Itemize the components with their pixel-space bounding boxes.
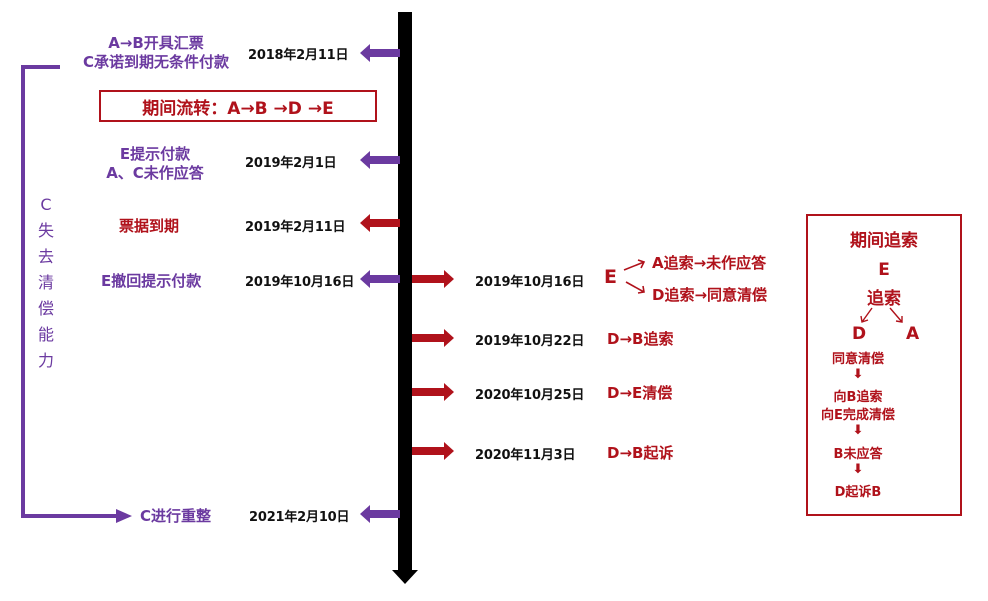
panel-step: 同意清偿 xyxy=(831,352,884,367)
panel-step: B未应答 xyxy=(833,447,883,462)
event-issue-draft: A→B开具汇票 C承诺到期无条件付款 xyxy=(82,34,229,71)
panel-node-a: A xyxy=(906,324,920,344)
event-reorganization: C进行重整 xyxy=(140,507,212,525)
left-arrow-purple-icon xyxy=(360,505,400,523)
date-label: 2018年2月11日 xyxy=(248,48,349,63)
left-arrow-red-icon xyxy=(360,214,400,232)
right-arrow-red-icon xyxy=(412,270,454,288)
date-label: 2019年10月22日 xyxy=(475,334,585,349)
down-arrow-icon: ⬇ xyxy=(852,423,864,438)
date-label: 2020年11月3日 xyxy=(475,448,576,463)
event-d-sue-b: D→B起诉 xyxy=(607,444,674,462)
bracket-arrowhead-icon xyxy=(116,509,132,523)
right-arrow-red-icon xyxy=(412,442,454,460)
left-arrow-purple-icon xyxy=(360,151,400,169)
bracket-connector xyxy=(21,65,132,523)
event-d-pay-e: D→E清偿 xyxy=(607,384,673,402)
date-label: 2019年2月1日 xyxy=(245,156,337,171)
down-arrow-icon: ⬇ xyxy=(852,367,864,382)
right-arrow-red-icon xyxy=(412,383,454,401)
transfer-flow-box: 期间流转：A→B →D →E xyxy=(99,90,377,122)
branch-d-recourse: D追索→同意清偿 xyxy=(652,286,768,304)
timeline-axis xyxy=(398,12,412,572)
panel-top-node: E xyxy=(878,260,890,280)
right-arrow-red-icon xyxy=(412,329,454,347)
panel-step: 向B追索 xyxy=(833,390,883,405)
actor-e: E xyxy=(604,266,617,288)
date-label: 2019年10月16日 xyxy=(475,275,585,290)
panel-branch-arrows-icon xyxy=(860,307,903,323)
date-label: 2021年2月10日 xyxy=(249,510,350,525)
date-label: 2020年10月25日 xyxy=(475,388,585,403)
recourse-panel: 期间追索 E 追索 D A 同意清偿 ⬇ 向B追索 向E完成清偿 ⬇ B未应答 … xyxy=(806,214,962,516)
timeline-arrowhead-icon xyxy=(392,570,418,584)
left-arrow-purple-icon xyxy=(360,270,400,288)
left-arrow-purple-icon xyxy=(360,44,400,62)
panel-node-d: D xyxy=(852,324,867,344)
date-label: 2019年10月16日 xyxy=(245,275,355,290)
event-d-recourse-b: D→B追索 xyxy=(607,330,674,348)
event-bill-maturity: 票据到期 xyxy=(119,217,180,235)
date-label: 2019年2月11日 xyxy=(245,220,346,235)
panel-step: D起诉B xyxy=(834,485,882,500)
down-arrow-icon: ⬇ xyxy=(852,462,864,477)
event-withdraw-presentment: E撤回提示付款 xyxy=(101,272,202,290)
event-present-payment: E提示付款 A、C未作应答 xyxy=(106,145,204,182)
bracket-label: C 失 去 清 偿 能 力 xyxy=(37,195,54,370)
branch-a-recourse: A追索→未作应答 xyxy=(652,254,767,272)
panel-title: 期间追索 xyxy=(850,231,918,251)
panel-top-action: 追索 xyxy=(867,289,901,309)
panel-step: 向E完成清偿 xyxy=(821,408,895,423)
branch-arrows-icon xyxy=(623,259,646,294)
